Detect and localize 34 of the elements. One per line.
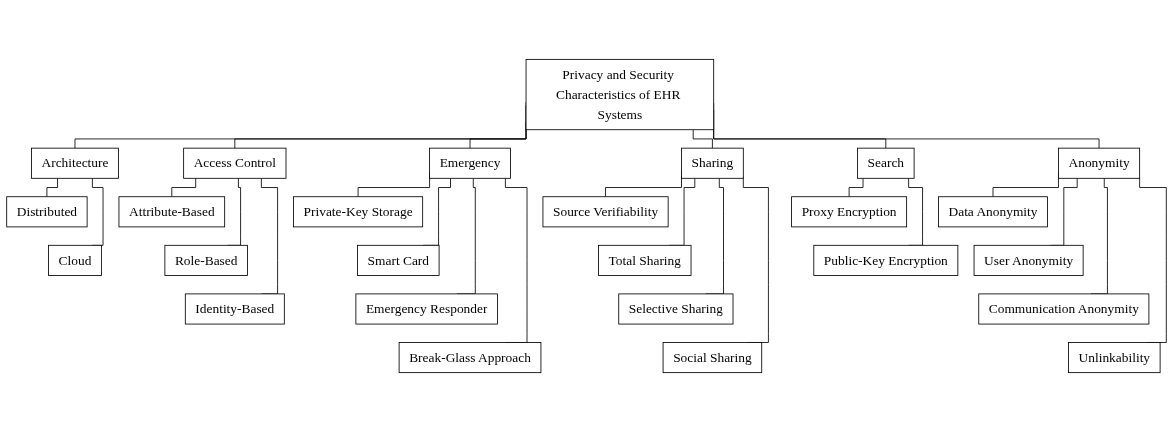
connector [171,177,197,198]
node-box: Sharing [681,147,744,179]
node-box: Total Sharing [598,244,692,276]
node-box: Anonymity [1058,147,1141,179]
connector [91,177,104,246]
node-box: Public-Key Encryption [813,244,959,276]
node-box: Selective Sharing [618,293,734,325]
node-box: Emergency [429,147,511,179]
node-box: Unlinkability [1068,342,1161,374]
node-box: Architecture [31,147,119,179]
connector [692,129,713,149]
node-box: Data Anonymity [938,196,1048,228]
node-box: Distributed [6,196,88,228]
node-box: Access Control [183,147,287,179]
node-box: Proxy Encryption [791,196,908,228]
node-box: User Anonymity [973,244,1084,276]
node-box: Privacy and Security Characteristics of EHR Systems [525,58,715,131]
node-box: Attribute-Based [118,196,226,228]
node-box: Source Verifiability [542,196,669,228]
node-box: Break-Glass Approach [398,342,542,374]
node-box: Emergency Responder [355,293,498,325]
connector [504,177,528,343]
connector [1139,177,1167,343]
node-box: Smart Card [357,244,440,276]
node-box: Identity-Based [184,293,285,325]
node-box: Search [857,147,915,179]
connector [46,177,58,198]
node-box: Communication Anonymity [978,293,1150,325]
connector [260,177,278,295]
node-box: Social Sharing [662,342,763,374]
node-box: Private-Key Storage [293,196,424,228]
connector [848,177,864,198]
node-box: Role-Based [164,244,248,276]
node-box: Cloud [48,244,102,276]
